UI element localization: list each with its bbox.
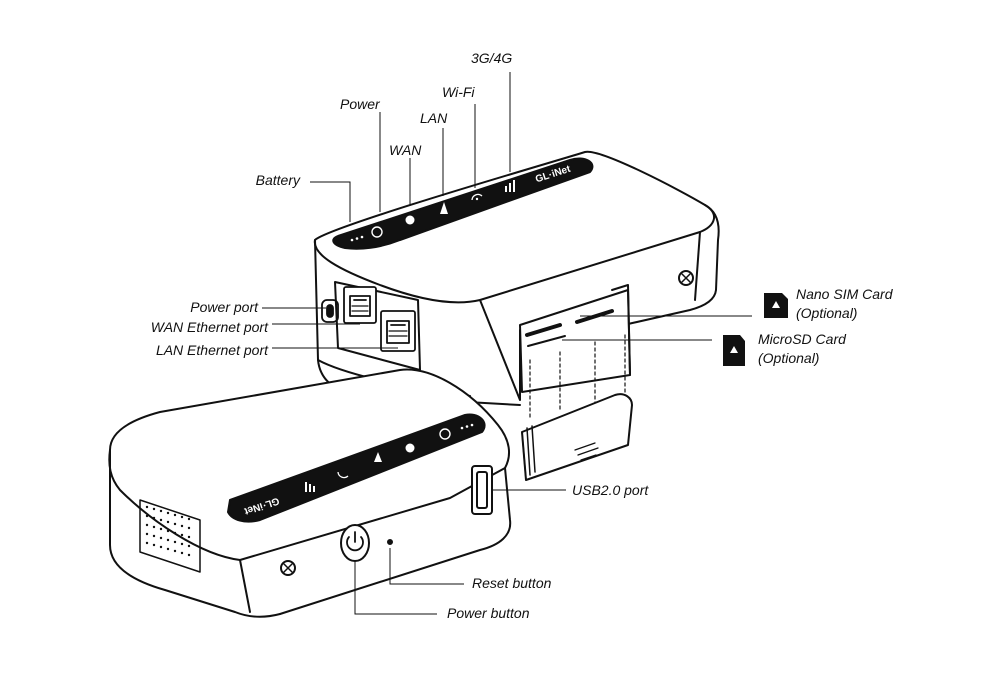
battery-label: Battery	[255, 172, 300, 188]
ethernet-ports	[321, 286, 416, 352]
wan-ethernet-port-label: WAN Ethernet port	[150, 319, 268, 335]
leader-lines	[262, 72, 752, 615]
lan-ethernet-port-label: LAN Ethernet port	[155, 342, 268, 358]
nano-sim-label: Nano SIM Card	[796, 286, 893, 302]
microsd-icon	[723, 335, 745, 366]
power-port-label: Power port	[190, 299, 258, 315]
reset-button-label: Reset button	[472, 575, 552, 591]
lan-led-label: LAN	[420, 110, 448, 126]
power-led-label: Power	[340, 96, 380, 112]
nano-sim-icon	[764, 293, 788, 318]
led-indicators-front	[305, 423, 474, 492]
wan-led-label: WAN	[389, 142, 422, 158]
microsd-label: MicroSD Card	[758, 331, 846, 347]
speaker-grille	[145, 505, 191, 557]
cellular-led-label: 3G/4G	[471, 50, 513, 66]
card-slots	[519, 284, 631, 393]
front-router	[108, 368, 512, 618]
led-indicators-back	[350, 180, 515, 242]
power-button-label: Power button	[447, 605, 530, 621]
nano-sim-optional-label: (Optional)	[796, 305, 858, 321]
wifi-led-label: Wi-Fi	[442, 84, 475, 100]
usb-port-label: USB2.0 port	[572, 482, 649, 498]
sd-card	[521, 393, 633, 481]
back-router	[313, 150, 720, 406]
microsd-optional-label: (Optional)	[758, 350, 820, 366]
